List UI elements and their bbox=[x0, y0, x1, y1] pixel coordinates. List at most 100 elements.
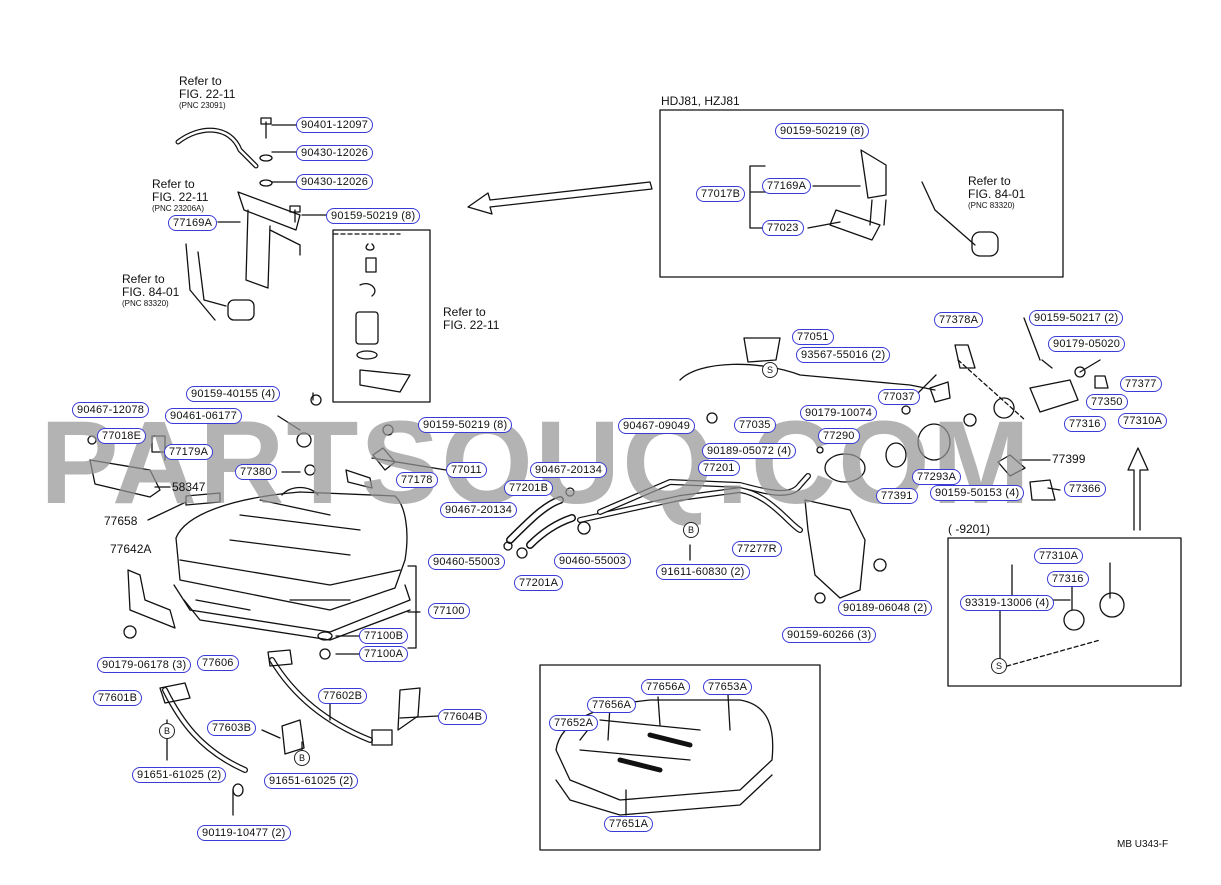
mark-b: B bbox=[294, 750, 310, 766]
part-label[interactable]: 77011 bbox=[446, 462, 487, 478]
part-label[interactable]: 77169A bbox=[168, 215, 218, 231]
refer-pnc: (PNC 23206A) bbox=[152, 204, 205, 213]
inset-box-tank bbox=[539, 664, 821, 851]
part-label[interactable]: 90159-60266 (3) bbox=[782, 627, 877, 643]
mark-b: B bbox=[683, 522, 699, 538]
part-label[interactable]: 90179-10074 bbox=[800, 405, 878, 421]
part-label[interactable]: 77656A bbox=[587, 697, 637, 713]
part-label[interactable]: 90467-20134 bbox=[530, 462, 608, 478]
part-label[interactable]: 77603B bbox=[207, 720, 257, 736]
part-label[interactable]: 77391 bbox=[876, 488, 918, 504]
part-label[interactable]: 77179A bbox=[164, 444, 214, 460]
part-label[interactable]: 90430-12026 bbox=[296, 174, 374, 190]
part-label[interactable]: 77201A bbox=[514, 575, 564, 591]
refer-fig: FIG. 22-11 bbox=[152, 190, 209, 204]
part-label[interactable]: 77293A bbox=[912, 469, 962, 485]
inset-title: HDJ81, HZJ81 bbox=[661, 94, 740, 108]
part-label[interactable]: 93567-55016 (2) bbox=[796, 347, 891, 363]
part-label[interactable]: 77316 bbox=[1047, 571, 1089, 587]
document-id: MB U343-F bbox=[1117, 839, 1169, 850]
part-label[interactable]: 90159-50219 (8) bbox=[418, 417, 513, 433]
part-label[interactable]: 77290 bbox=[818, 428, 860, 444]
part-label[interactable]: 90467-12078 bbox=[72, 402, 150, 418]
part-label[interactable]: 77018E bbox=[97, 428, 147, 444]
refer-fig: FIG. 22-11 bbox=[443, 318, 500, 332]
part-label[interactable]: 90159-50219 (8) bbox=[775, 123, 870, 139]
part-label[interactable]: 77201 bbox=[698, 460, 740, 476]
part-label[interactable]: 77656A bbox=[641, 679, 691, 695]
part-label[interactable]: 77604B bbox=[438, 709, 488, 725]
part-label[interactable]: 77277R bbox=[732, 541, 782, 557]
refer-pnc: (PNC 83320) bbox=[122, 299, 169, 308]
part-label[interactable]: 90401-12097 bbox=[296, 117, 374, 133]
refer-line: Refer to bbox=[152, 177, 195, 191]
refer-line: Refer to bbox=[968, 174, 1011, 188]
part-label[interactable]: 90159-50219 (8) bbox=[326, 208, 421, 224]
part-label[interactable]: 77651A bbox=[604, 816, 654, 832]
refer-fig: FIG. 84-01 bbox=[968, 187, 1026, 201]
part-label[interactable]: 90460-55003 bbox=[428, 554, 506, 570]
part-label[interactable]: 77051 bbox=[792, 329, 834, 345]
part-label[interactable]: 93319-13006 (4) bbox=[960, 595, 1055, 611]
part-label[interactable]: 91651-61025 (2) bbox=[264, 773, 359, 789]
plain-part-label: 77658 bbox=[104, 514, 138, 528]
arrow-icon bbox=[467, 181, 653, 215]
mark-b: B bbox=[159, 723, 175, 739]
refer-line: Refer to bbox=[443, 305, 486, 319]
part-label[interactable]: 90159-50217 (2) bbox=[1029, 310, 1124, 326]
part-label[interactable]: 77653A bbox=[703, 679, 753, 695]
part-label[interactable]: 77652A bbox=[549, 715, 599, 731]
part-label[interactable]: 77201B bbox=[504, 480, 554, 496]
part-label[interactable]: 77017B bbox=[696, 186, 746, 202]
part-label[interactable]: 77169A bbox=[762, 178, 812, 194]
part-label[interactable]: 77606 bbox=[197, 655, 239, 671]
part-label[interactable]: 90159-50153 (4) bbox=[930, 485, 1025, 501]
part-label[interactable]: 77378A bbox=[934, 312, 984, 328]
part-label[interactable]: 90460-55003 bbox=[554, 553, 632, 569]
part-label[interactable]: 77310A bbox=[1034, 548, 1084, 564]
part-label[interactable]: 77310A bbox=[1118, 413, 1168, 429]
part-label[interactable]: 90189-06048 (2) bbox=[838, 600, 933, 616]
part-label[interactable]: 90179-05020 bbox=[1048, 336, 1126, 352]
part-label[interactable]: 90461-06177 bbox=[165, 408, 243, 424]
refer-fig: FIG. 84-01 bbox=[122, 285, 180, 299]
inset-box-hdj81 bbox=[659, 109, 1064, 278]
part-label[interactable]: 77366 bbox=[1064, 481, 1106, 497]
part-label[interactable]: 90119-10477 (2) bbox=[197, 825, 291, 841]
part-label[interactable]: 90179-06178 (3) bbox=[97, 657, 192, 673]
part-label[interactable]: 90430-12026 bbox=[296, 145, 374, 161]
part-label[interactable]: 77377 bbox=[1120, 376, 1162, 392]
part-label[interactable]: 77023 bbox=[762, 220, 804, 236]
part-label[interactable]: 77316 bbox=[1064, 416, 1106, 432]
part-label[interactable]: 90467-20134 bbox=[440, 502, 518, 518]
part-label[interactable]: 77100B bbox=[359, 628, 409, 644]
plain-part-label: 77399 bbox=[1052, 452, 1086, 466]
part-label[interactable]: 77035 bbox=[734, 417, 776, 433]
refer-pnc: (PNC 23091) bbox=[179, 101, 226, 110]
part-label[interactable]: 90189-05072 (4) bbox=[702, 443, 797, 459]
part-label[interactable]: 91651-61025 (2) bbox=[132, 767, 227, 783]
part-label[interactable]: 77100 bbox=[428, 603, 470, 619]
part-label[interactable]: 77178 bbox=[396, 472, 438, 488]
part-label[interactable]: 77350 bbox=[1086, 394, 1128, 410]
part-label[interactable]: 77380 bbox=[235, 464, 277, 480]
refer-fig: FIG. 22-11 bbox=[179, 87, 236, 101]
part-label[interactable]: 77100A bbox=[359, 646, 409, 662]
part-label[interactable]: 77601B bbox=[93, 690, 143, 706]
part-label[interactable]: 91611-60830 (2) bbox=[656, 564, 750, 580]
refer-pnc: (PNC 83320) bbox=[968, 201, 1015, 210]
plain-part-label: 58347 bbox=[172, 480, 206, 494]
part-label[interactable]: 77602B bbox=[318, 688, 368, 704]
mark-s: S bbox=[991, 658, 1007, 674]
part-label[interactable]: 90159-40155 (4) bbox=[186, 386, 281, 402]
inset-box-9201 bbox=[947, 537, 1182, 687]
part-label[interactable]: 90467-09049 bbox=[618, 418, 696, 434]
part-label[interactable]: 77037 bbox=[878, 389, 920, 405]
mark-s: S bbox=[762, 362, 778, 378]
inset-title: ( -9201) bbox=[948, 522, 991, 536]
